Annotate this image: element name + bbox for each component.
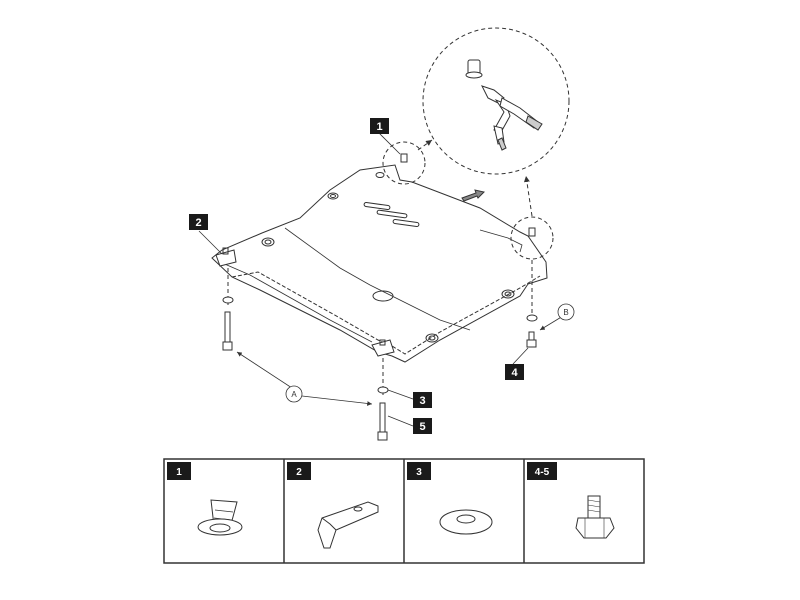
bolt-icon (575, 495, 615, 539)
rivet-tool (465, 59, 543, 151)
parts-cell-2: 2 (287, 462, 379, 549)
parts-cell-3: 3 (407, 462, 493, 535)
callout-label-4: 4 (511, 367, 518, 379)
washer-icon (439, 509, 493, 535)
leader-lines (198, 132, 564, 427)
callout-tag-5: 5 (413, 418, 432, 434)
circle-letter-a: A (291, 390, 297, 399)
parts-table: 1 2 3 (163, 458, 645, 564)
callout-label-5: 5 (419, 421, 425, 433)
detail-circle-right (510, 216, 554, 260)
rivet-nut-icon (197, 499, 243, 536)
callout-label-3: 3 (419, 395, 425, 407)
parts-cell-label-4-5: 4-5 (535, 467, 550, 478)
parts-cell-label-3: 3 (416, 467, 422, 478)
detail-circle-top (382, 141, 426, 185)
callout-tag-2: 2 (189, 214, 208, 230)
circle-label-b: B (557, 303, 575, 321)
skid-plate (211, 164, 548, 363)
direction-arrow-icon (461, 189, 485, 202)
parts-cell-4-5: 4-5 (527, 462, 615, 539)
callout-label-2: 2 (195, 217, 201, 229)
circle-letter-b: B (563, 308, 568, 317)
parts-cell-label-2: 2 (296, 467, 302, 478)
callout-tag-4: 4 (505, 364, 524, 380)
bracket-icon (317, 501, 379, 549)
parts-cell-1: 1 (167, 462, 243, 536)
center-hole (372, 290, 394, 302)
circle-label-a: A (285, 385, 303, 403)
detail-circle-large (422, 27, 570, 175)
callout-label-1: 1 (376, 121, 382, 133)
callout-tag-3: 3 (413, 392, 432, 408)
washer-icon (222, 296, 234, 304)
fasteners (222, 153, 538, 441)
callout-tag-1: 1 (370, 118, 389, 134)
parts-cell-label-1: 1 (176, 467, 182, 478)
bolt-icon (224, 311, 231, 345)
